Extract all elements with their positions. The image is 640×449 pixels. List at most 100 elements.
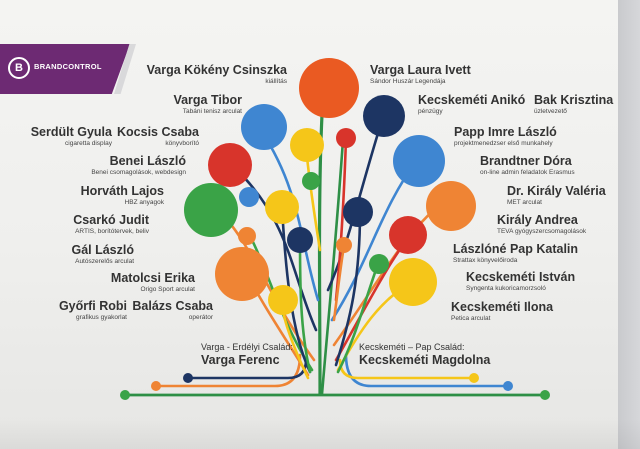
person-name: Matolcsi Erika [110,271,195,285]
leaf-circle [287,227,313,253]
branch-path [260,130,320,302]
person-role: pénzügy [418,108,443,115]
person-role: Sándor Huszár Legendája [370,78,446,85]
person-role: Origo Sport arculat [140,286,195,293]
person-name: Gál László [71,243,134,257]
brand-name: BRANDCONTROL [34,62,102,71]
leaf-circle [239,187,259,207]
leaf-circle [389,258,437,306]
leaf-circle [268,285,298,315]
person-role: operátor [188,314,213,321]
person-name: Király Andrea [497,213,578,227]
person-label: Gál László Autószerelős arculat [71,243,134,266]
leaf-circle [299,58,359,118]
person-label: Király Andrea TEVA gyógyszercsomagolások [497,213,586,236]
leaf-circle [336,128,356,148]
person-label: Brandtner Dóra on-line admin feladatok E… [480,154,575,177]
person-name: Brandtner Dóra [480,154,572,168]
person-label: Benei László Benei csomagolások, webdesi… [91,154,186,177]
family-label-right: Kecskeméti – Pap Család: Kecskeméti Magd… [359,341,490,368]
person-label: Varga Laura Ivett Sándor Huszár Legendáj… [370,63,471,86]
person-role: Syngenta kukoricamorzsoló [466,285,546,292]
person-role: Petica arculat [451,315,491,322]
root-dot [120,390,130,400]
family-label-left: Varga - Erdélyi Család: Varga Ferenc [201,341,293,368]
person-label: Dr. Király Valéria MET arculat [507,184,606,207]
person-label: Papp Imre László projektmenedzser első m… [454,125,557,148]
person-role: Autószerelős arculat [75,258,134,265]
person-role: kiállítás [265,78,287,85]
leaf-circle [369,254,389,274]
branch-path [334,210,362,367]
person-role: Tabáni tenisz arculat [182,108,242,115]
person-name: Serdült Gyula [30,125,112,139]
person-label: Kecskeméti István Syngenta kukoricamorzs… [466,270,575,293]
root-dot [503,381,513,391]
root-dot [183,373,193,383]
family-founder: Varga Ferenc [201,353,280,367]
wall-edge [618,0,640,449]
trunk-path [317,113,324,396]
person-name: Kecskeméti Ilona [451,300,554,314]
person-name: Kocsis Csaba [117,125,199,139]
person-label: Varga Tibor Tabáni tenisz arculat [173,93,242,116]
leaf-circle [290,128,324,162]
leaf-circle [208,143,252,187]
root-dot [151,381,161,391]
person-name: Lászlóné Pap Katalin [453,242,579,256]
leaf-circle [302,172,320,190]
person-role: cigaretta display [65,140,112,147]
person-role: TEVA gyógyszercsomagolások [497,228,587,235]
branch-path [298,238,312,374]
person-role: HBZ anyagok [124,199,164,206]
person-name: Csarkó Judit [73,213,149,227]
leaf-circle [363,95,405,137]
leaf-circle [426,181,476,231]
person-label: Kecskeméti Anikó pénzügy [418,93,525,116]
person-name: Kecskeméti Anikó [418,93,526,107]
family-title: Varga - Erdélyi Család: [201,342,293,352]
person-role: projektmenedzser első munkahely [454,140,553,147]
leaf-circle [184,183,238,237]
person-name: Győrfi Robi [58,299,127,313]
brandcontrol-logo-icon: B [8,57,30,79]
person-name: Papp Imre László [454,125,557,139]
family-title: Kecskeméti – Pap Család: [359,342,465,352]
person-name: Kecskeméti István [466,270,576,284]
person-name: Varga Tibor [173,93,242,107]
person-role: ARTIS, borítótervek, beliv [75,228,149,235]
person-label: Győrfi Robi grafikus gyakorlat [59,299,127,322]
person-name: Dr. Király Valéria [507,184,606,198]
person-label: Lászlóné Pap Katalin Strattax könyvelőir… [453,242,578,265]
root-path [344,353,510,388]
leaf-circle [215,247,269,301]
person-role: könyvborító [165,140,199,147]
person-role: Strattax könyvelőiroda [453,257,518,264]
person-name: Varga Laura Ivett [370,63,471,77]
person-label: Kecskeméti Ilona Petica arculat [451,300,553,323]
leaf-circle [265,190,299,224]
person-label: Kocsis Csaba könyvborító [117,125,199,148]
person-name: Varga Kökény Csinszka [146,63,287,77]
leaf-circle [389,216,427,254]
leaf-circle [336,237,352,253]
person-name: Horváth Lajos [80,184,164,198]
leaf-circle [393,135,445,187]
person-label: Matolcsi Erika Origo Sport arculat [111,271,195,294]
root-dot [540,390,550,400]
person-role: grafikus gyakorlat [76,314,127,321]
root-dot [469,373,479,383]
person-label: Csarkó Judit ARTIS, borítótervek, beliv [73,213,149,236]
person-name: Bak Krisztina [534,93,614,107]
person-label: Balázs Csaba operátor [132,299,213,322]
branch-path [336,262,380,374]
person-name: Balázs Csaba [132,299,213,313]
person-label: Horváth Lajos HBZ anyagok [81,184,164,207]
person-role: Benei csomagolások, webdesign [91,169,186,176]
person-label: Serdült Gyula cigaretta display [31,125,112,148]
leaf-circle [241,104,287,150]
branch-path [230,163,318,332]
person-role: MET arculat [507,199,542,206]
